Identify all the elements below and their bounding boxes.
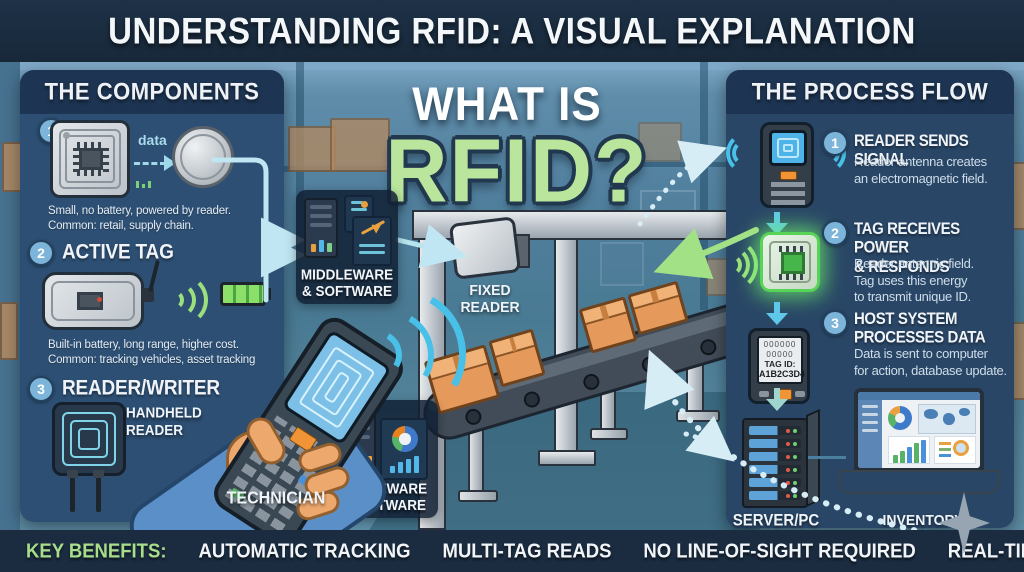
benefit-item: MULTI-TAG READS (442, 538, 612, 562)
server-label: SERVER/PC (732, 511, 820, 530)
flow-down-arrow (766, 388, 788, 412)
middleware-bottom-label: MIDDLEWARE & SOFTWARE (334, 480, 428, 514)
middleware-top-group: MIDDLEWARE & SOFTWARE (296, 190, 398, 304)
heading-what-is: WHAT IS (412, 78, 602, 131)
left-shelf-post (0, 62, 20, 530)
benefit-item: REAL-TIME DATA (947, 538, 1024, 562)
laptop-keyboard (838, 470, 1000, 494)
shelf-box-icon (0, 302, 18, 360)
benefits-bar: KEY BENEFITS: AUTOMATIC TRACKING MULTI-T… (0, 530, 1024, 572)
signal-wave-icon (804, 132, 846, 174)
chart-doc-icon (352, 216, 392, 266)
dashboard-doc-icon (380, 418, 428, 480)
portal-right-column (554, 212, 578, 454)
cable-plug (67, 470, 78, 478)
server-tower-icon (336, 410, 376, 476)
passive-tag-icon (50, 120, 130, 198)
process-badge-2: 2 (822, 220, 848, 246)
step1-description: Reader antenna creates an electromagneti… (854, 154, 988, 186)
signal-ticks-icon (136, 170, 154, 188)
step2-title: TAG RECEIVES POWER & RESPONDS (854, 220, 960, 276)
flow-down-arrow (766, 302, 788, 326)
cable-icon (96, 474, 101, 512)
technician-label: TECHNICIAN (226, 489, 326, 508)
signal-wave-icon (156, 274, 208, 326)
top-accent-strip (0, 62, 1024, 70)
process-badge-3: 3 (822, 310, 848, 336)
laptop-icon (838, 388, 1008, 508)
step1-title: READER SENDS SIGNAL (854, 132, 969, 169)
belt-roller (580, 372, 601, 392)
heading-rfid: RFID? (385, 120, 649, 222)
step-badge-3: 3 (28, 376, 54, 402)
shelf-box-silhouette (600, 242, 644, 286)
coin-icon (172, 126, 234, 188)
benefits-label: KEY BENEFITS: (26, 538, 167, 562)
fixed-reader-label: FIXED READER (460, 280, 520, 316)
belt-roller (698, 337, 719, 358)
components-panel-header: THE COMPONENTS (20, 70, 284, 114)
active-tag-title: ACTIVE TAG (62, 240, 174, 264)
conveyor-foot (458, 490, 498, 502)
chip-icon (781, 252, 805, 274)
dashboard-screen (858, 392, 980, 468)
battery-tip (266, 288, 271, 300)
tag-response-icon (726, 230, 836, 300)
step2-description: Reader antennic field. Tag uses this ene… (854, 256, 974, 305)
belt-roller (639, 354, 660, 375)
process-badge-1: 1 (822, 130, 848, 156)
reader-coil-icon (52, 402, 126, 476)
cable-icon (70, 474, 75, 512)
shelf-box-icon (2, 142, 22, 192)
reader-writer-title: READER/WRITER (62, 376, 220, 400)
map-detail-icon (934, 436, 976, 464)
portal-base-plate (538, 450, 596, 466)
world-map-icon (918, 404, 976, 434)
handheld-reader-label: HANDHELD READER (126, 404, 202, 438)
step3-description: Data is sent to computer for action, dat… (854, 346, 1007, 378)
title-bar: UNDERSTANDING RFID: A VISUAL EXPLANATION (0, 0, 1024, 62)
bar-chart-icon (888, 436, 930, 464)
data-arrow (134, 162, 166, 165)
server-tower-icon (304, 198, 338, 258)
middleware-bottom-group: MIDDLEWARE & SOFTWARE (324, 400, 438, 518)
donut-chart-icon (888, 406, 912, 430)
pie-chart-icon (392, 426, 418, 452)
benefit-item: NO LINE-OF-SIGHT REQUIRED (643, 538, 916, 562)
active-tag-icon (42, 259, 272, 336)
reader-signal-icon (726, 122, 846, 214)
conveyor-foot (676, 410, 720, 422)
battery-icon (220, 282, 266, 306)
data-label: data (138, 132, 167, 148)
passive-tag-description: Small, no battery, powered by reader. Co… (48, 205, 231, 232)
shelf-box-icon (330, 118, 390, 172)
active-tag-description: Built-in battery, long range, higher cos… (48, 339, 256, 366)
middleware-top-label: MIDDLEWARE & SOFTWARE (300, 266, 394, 300)
cable-plug (93, 470, 104, 478)
conveyor-foot (590, 428, 628, 440)
chip-icon (79, 148, 103, 170)
orange-key (780, 171, 797, 180)
belt-roller (522, 389, 542, 410)
tag-id-screen: 000000 00000 TAG ID: A1B2C3D4 (757, 336, 805, 384)
shelf-box-icon (288, 126, 336, 172)
signal-wave-icon (726, 132, 768, 174)
page-title: UNDERSTANDING RFID: A VISUAL EXPLANATION (108, 9, 916, 52)
process-flow-panel: THE PROCESS FLOW 1 READER SENDS SIGNAL R… (726, 70, 1014, 545)
components-panel: THE COMPONENTS 1 data Small, no battery,… (20, 70, 284, 522)
step3-title: HOST SYSTEM PROCESSES DATA (854, 310, 986, 347)
step-badge-2: 2 (28, 240, 54, 266)
server-rack-icon (742, 418, 808, 508)
process-panel-header: THE PROCESS FLOW (726, 70, 1014, 114)
fixed-reader-icon (448, 216, 522, 280)
benefit-item: AUTOMATIC TRACKING (198, 538, 411, 562)
belt-roller (463, 406, 484, 427)
signal-wave-icon (704, 238, 758, 292)
